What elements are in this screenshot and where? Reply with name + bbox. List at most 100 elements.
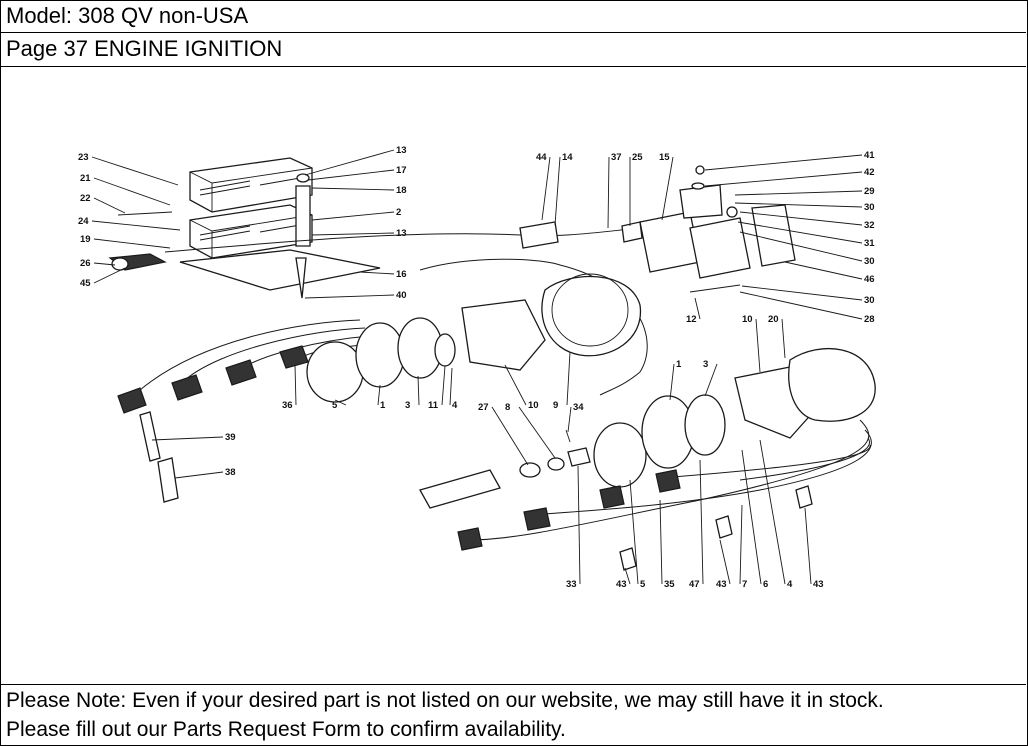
plug-cap — [117, 387, 147, 414]
leader-line — [93, 197, 126, 214]
leader-line — [659, 499, 663, 585]
part-number-label: 42 — [864, 167, 875, 178]
part-number-label: 5 — [332, 400, 338, 411]
leader-line — [739, 231, 863, 262]
leader-line — [93, 262, 116, 266]
plug-cap — [457, 527, 483, 551]
module-bracket — [179, 249, 381, 291]
part-number-label: 36 — [282, 400, 293, 411]
part-number-label: 30 — [864, 295, 875, 306]
part-number-label: 34 — [573, 402, 584, 413]
leader-line — [741, 285, 863, 301]
leader-line — [567, 406, 572, 433]
nut — [296, 173, 310, 183]
leader-line — [629, 479, 639, 585]
leader-line — [577, 465, 581, 585]
part-number-label: 43 — [716, 579, 727, 590]
clip — [619, 547, 637, 571]
part-number-label: 43 — [616, 579, 627, 590]
leader-line — [151, 436, 224, 441]
leader-line — [624, 567, 631, 585]
note-line-2: Please fill out our Parts Request Form t… — [6, 718, 566, 741]
nut — [726, 206, 738, 218]
part-number-label: 12 — [686, 314, 697, 325]
plug-wire — [139, 319, 361, 391]
part-number-label: 11 — [428, 400, 439, 411]
leader-line — [294, 364, 297, 406]
part-number-label: 8 — [505, 402, 510, 413]
part-number-label: 33 — [566, 579, 577, 590]
leader-line — [661, 156, 674, 221]
leader-line — [377, 384, 381, 406]
part-number-label: 19 — [80, 234, 91, 245]
leader-line — [93, 238, 171, 249]
part-number-label: 47 — [689, 579, 700, 590]
gasket-right — [593, 422, 647, 488]
part-number-label: 29 — [864, 186, 875, 197]
screw — [695, 165, 705, 175]
resistor — [621, 221, 643, 243]
leader-line — [719, 539, 731, 585]
leader-line — [304, 149, 395, 176]
wiring — [164, 227, 641, 253]
part-number-label: 2 — [396, 207, 401, 218]
spacer — [295, 185, 311, 247]
leader-line — [554, 156, 561, 226]
leader-line — [739, 211, 863, 226]
part-number-label: 1 — [380, 400, 386, 411]
part-number-label: 25 — [632, 152, 643, 163]
part-number-label: 37 — [611, 152, 622, 163]
part-number-label: 31 — [864, 238, 875, 249]
part-number-label: 24 — [78, 216, 89, 227]
bolt — [295, 257, 307, 299]
distributor-cap-left — [461, 299, 546, 371]
coupling — [567, 447, 591, 467]
drive-shaft — [419, 469, 501, 509]
part-number-label: 45 — [80, 278, 91, 289]
part-number-label: 26 — [80, 258, 91, 269]
leader-line — [566, 351, 571, 406]
ignition-module-upper — [189, 157, 313, 213]
part-number-label: 20 — [768, 314, 779, 325]
spark-plug — [157, 457, 179, 503]
leader-line — [518, 406, 556, 459]
leader-line — [699, 459, 704, 585]
part-number-label: 21 — [80, 173, 91, 184]
coil-bracket-top — [679, 184, 723, 219]
leader-line — [734, 202, 863, 208]
plug-cap — [225, 359, 257, 386]
screw — [117, 211, 173, 216]
part-number-label: 15 — [659, 152, 670, 163]
page-title: Page 37 ENGINE IGNITION — [0, 33, 1026, 67]
leader-line — [669, 363, 675, 401]
part-number-label: 6 — [763, 579, 768, 590]
leader-line — [784, 261, 863, 280]
part-number-label: 1 — [676, 359, 682, 370]
part-number-label: 32 — [864, 220, 875, 231]
washer — [691, 182, 705, 190]
part-number-label: 38 — [225, 467, 236, 478]
leader-line — [417, 375, 420, 406]
part-number-label: 27 — [478, 402, 489, 413]
coil-left — [639, 211, 701, 273]
leader-line — [304, 294, 395, 299]
leader-line — [449, 367, 453, 406]
leader-line — [359, 271, 395, 275]
leader-line — [704, 154, 863, 171]
part-number-label: 35 — [664, 579, 675, 590]
part-number-label: 18 — [396, 185, 407, 196]
leader-line — [704, 171, 863, 187]
plug-cap — [523, 507, 551, 531]
rotor — [434, 333, 456, 367]
leader-line — [311, 211, 395, 221]
leader-line — [781, 318, 786, 359]
leader-line — [694, 297, 701, 320]
part-number-label: 22 — [80, 193, 91, 204]
parts-note: Please Note: Even if your desired part i… — [0, 684, 1026, 744]
leader-line — [307, 169, 395, 181]
part-number-label: 17 — [396, 165, 407, 176]
part-number-label: 46 — [864, 274, 875, 285]
part-number-label: 41 — [864, 150, 875, 161]
leader-line — [739, 504, 743, 585]
